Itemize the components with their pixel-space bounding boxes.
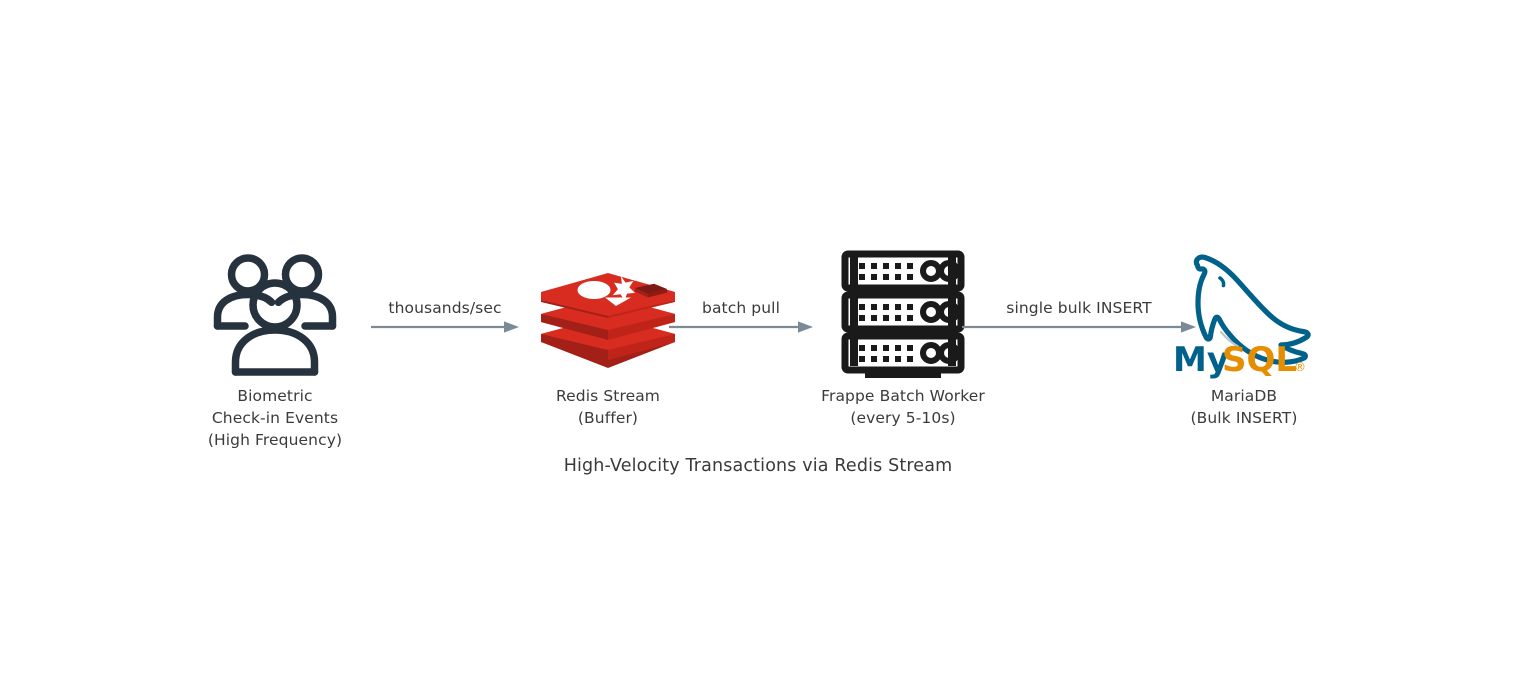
mysql-wordmark-registered: ® bbox=[1294, 360, 1306, 374]
arrow-label: batch pull bbox=[702, 299, 780, 317]
mysql-wordmark-my: My bbox=[1173, 340, 1229, 380]
node-redis-stream: Redis Stream (Buffer) bbox=[508, 248, 708, 429]
node-label-frappe-batch-worker: Frappe Batch Worker (every 5-10s) bbox=[803, 385, 1003, 429]
diagram-caption: High-Velocity Transactions via Redis Str… bbox=[563, 456, 953, 476]
node-frappe-batch-worker: Frappe Batch Worker (every 5-10s) bbox=[803, 248, 1003, 429]
arrow-single-bulk-insert: single bulk INSERT bbox=[962, 299, 1196, 334]
people-group-icon bbox=[175, 248, 375, 376]
redis-logo-icon bbox=[508, 248, 708, 376]
node-label-line: (High Frequency) bbox=[207, 431, 343, 450]
mysql-dolphin-logo-icon: My SQL ® bbox=[1144, 248, 1344, 380]
pipeline-flow: Biometric Check-in Events (High Frequenc… bbox=[175, 248, 1345, 449]
node-label-line: Redis Stream bbox=[555, 387, 661, 405]
node-label-line: Frappe Batch Worker bbox=[821, 387, 985, 405]
arrow-batch-pull: batch pull bbox=[669, 299, 813, 334]
arrow-label: thousands/sec bbox=[388, 299, 502, 317]
node-label-line: (Buffer) bbox=[577, 409, 639, 428]
node-biometric-events: Biometric Check-in Events (High Frequenc… bbox=[175, 248, 375, 452]
mysql-wordmark-sql: SQL bbox=[1222, 340, 1297, 380]
node-label-line: Biometric bbox=[237, 387, 313, 405]
node-label-line: (Bulk INSERT) bbox=[1190, 409, 1298, 428]
arrow-thousands-sec: thousands/sec bbox=[371, 299, 519, 334]
node-label-line: MariaDB bbox=[1210, 387, 1278, 405]
node-label-line: Check-in Events bbox=[211, 409, 339, 428]
server-rack-icon bbox=[803, 248, 1003, 378]
node-label-line: (every 5-10s) bbox=[850, 409, 956, 428]
node-mariadb: My SQL ® MariaDB (Bulk INSERT) bbox=[1144, 248, 1344, 429]
arrow-label: single bulk INSERT bbox=[1006, 299, 1152, 317]
node-label-redis-stream: Redis Stream (Buffer) bbox=[508, 385, 708, 429]
node-label-mariadb: MariaDB (Bulk INSERT) bbox=[1144, 385, 1344, 429]
node-label-biometric-events: Biometric Check-in Events (High Frequenc… bbox=[175, 385, 375, 452]
